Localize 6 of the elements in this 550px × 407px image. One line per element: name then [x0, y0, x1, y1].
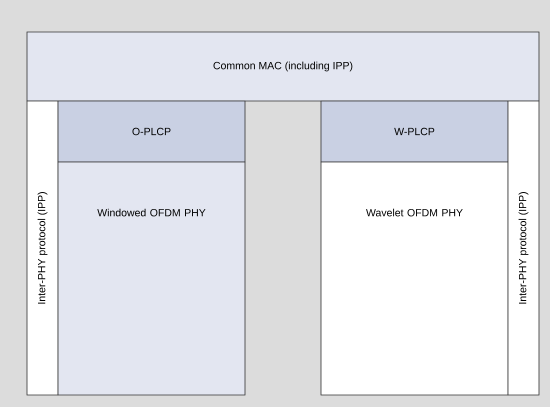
layer-box: O-PLCP: [58, 100, 246, 162]
layer-box: W-PLCP: [320, 100, 508, 162]
side-strip: Inter-PHY protocol (IPP): [26, 100, 58, 396]
side-strip: Inter-PHY protocol (IPP): [508, 100, 540, 396]
layer-box: Windowed OFDM PHY: [58, 162, 246, 396]
layer-box: Common MAC (including IPP): [26, 32, 540, 102]
